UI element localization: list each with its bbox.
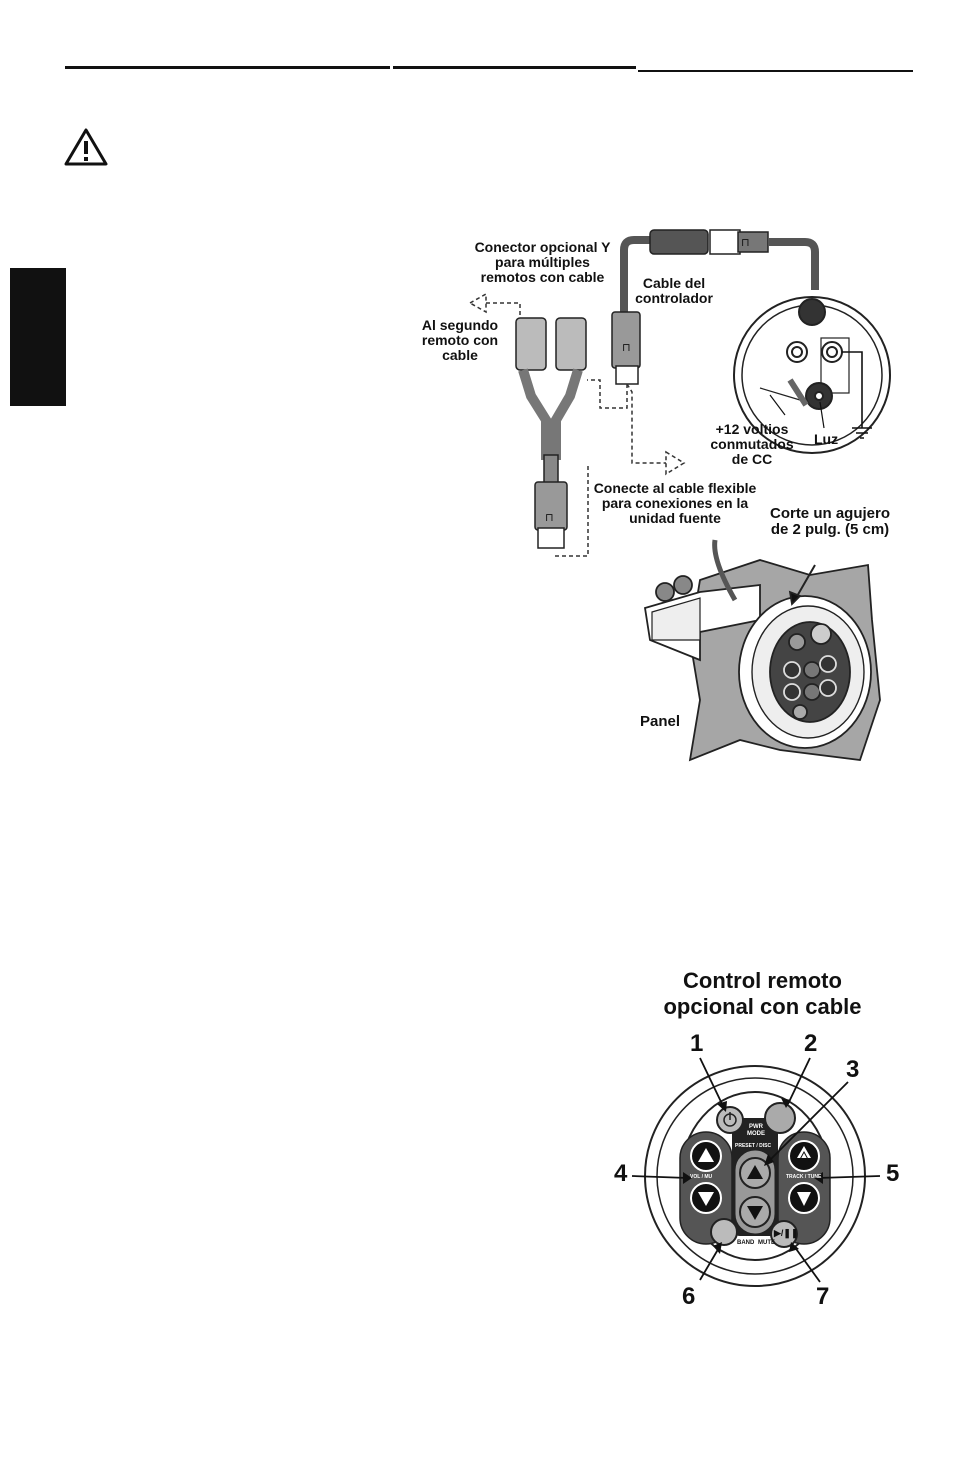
play-pause-button xyxy=(770,1220,798,1248)
remote-play-pause-text: ▶/❚❚ xyxy=(774,1228,799,1238)
warning-triangle-icon xyxy=(64,128,108,166)
callout-1: 1 xyxy=(690,1030,704,1057)
label-panel: Panel xyxy=(640,713,681,730)
mode-button xyxy=(764,1102,796,1134)
remote-title: Control remoto opcional con cable xyxy=(663,968,862,1019)
controller-connector xyxy=(611,229,819,385)
remote-pwr-mode-text: PWR MODE xyxy=(747,1124,765,1137)
remote-rear-view xyxy=(733,296,891,454)
remote-preset-disc-text: PRESET / DISC xyxy=(735,1143,772,1149)
callout-7: 7 xyxy=(816,1283,830,1310)
callout-2: 2 xyxy=(804,1030,818,1057)
language-side-tab xyxy=(10,268,66,406)
label-cut-hole: Corte un agujero de 2 pulg. (5 cm) xyxy=(769,505,890,538)
callout-3: 3 xyxy=(846,1056,860,1083)
dashed-arrow-second-remote xyxy=(468,292,521,318)
remote-mute-text: MUTE xyxy=(758,1240,775,1246)
header-rule-left xyxy=(65,66,390,69)
header-rule-mid xyxy=(393,66,636,69)
label-light: Luz xyxy=(814,431,839,447)
label-y-connector: Conector opcional Y para múltiples remot… xyxy=(474,239,611,285)
label-second-remote: Al segundo remoto con cable xyxy=(421,317,499,363)
label-connect-flex: Conecte al cable flexible para conexione… xyxy=(593,480,757,526)
label-controller-cable: Cable del controlador xyxy=(635,275,713,306)
remote-band-text: BAND xyxy=(737,1240,755,1246)
connector-mark-cable-a: ⊓ xyxy=(622,342,631,354)
band-button xyxy=(710,1218,738,1246)
callout-6: 6 xyxy=(682,1283,696,1310)
panel-illustration xyxy=(643,539,881,762)
header-rule-right xyxy=(638,70,913,72)
label-switched-power: +12 voltios conmutados de CC xyxy=(710,421,794,467)
dashed-routing xyxy=(552,379,686,557)
remote-vol-text: VOL / MU xyxy=(690,1174,713,1180)
ground-symbol xyxy=(842,351,872,439)
y-connector xyxy=(515,317,587,549)
callout-5: 5 xyxy=(886,1160,900,1187)
connector-mark-cable-b: ⊓ xyxy=(741,237,750,249)
callout-4: 4 xyxy=(614,1160,628,1187)
connector-mark-y: ⊓ xyxy=(545,512,554,524)
remote-track-text: TRACK / TUNE xyxy=(786,1174,822,1180)
